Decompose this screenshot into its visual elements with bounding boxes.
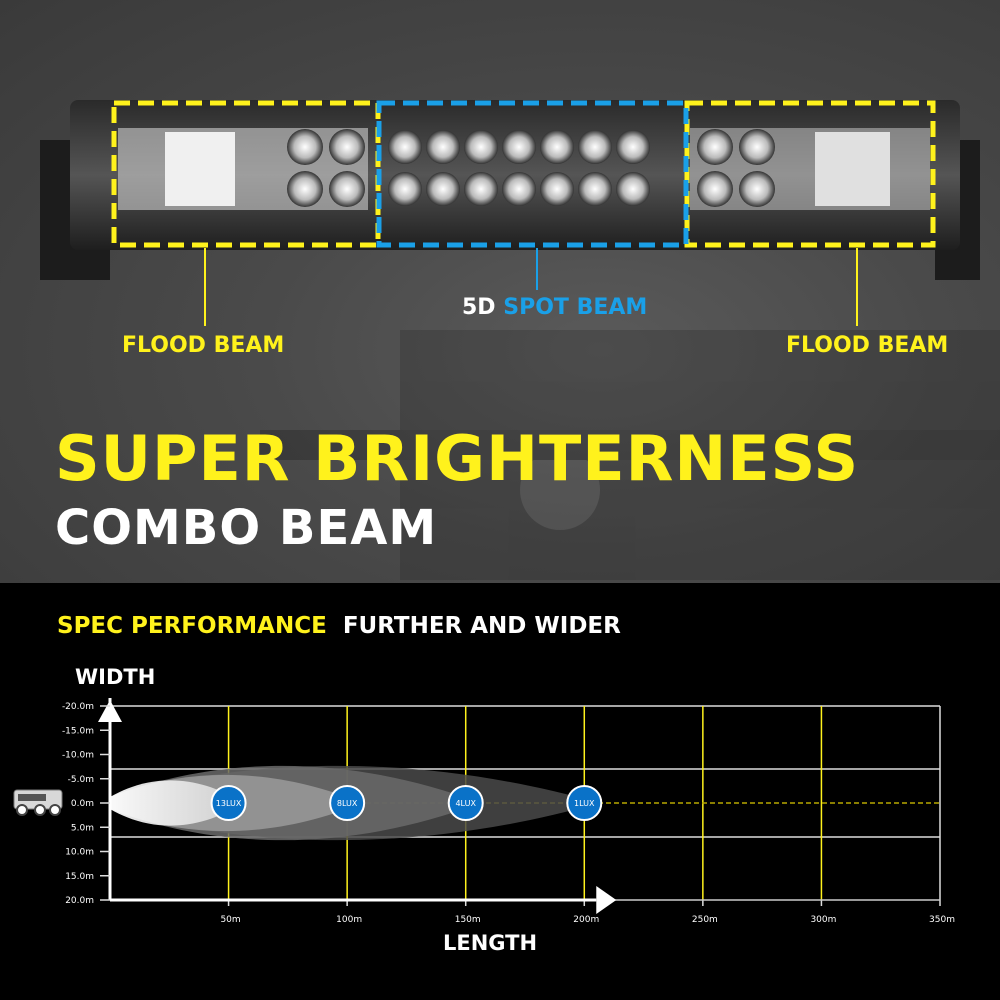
x-tick-label: 300m (810, 915, 836, 925)
lens (697, 129, 733, 165)
flood-zone-left (111, 100, 381, 248)
lens (464, 172, 498, 206)
lens (540, 130, 574, 164)
spot-zone (376, 100, 689, 248)
y-tick-label: 0.0m (71, 799, 94, 809)
x-tick-label: 150m (455, 915, 481, 925)
vehicle-icon (13, 789, 63, 816)
spot-text: SPOT BEAM (503, 295, 648, 320)
flood-zone-right (684, 100, 936, 248)
lens (739, 171, 775, 207)
lens (578, 130, 612, 164)
lens (287, 129, 323, 165)
lux-label: 1LUX (574, 799, 595, 808)
lens (329, 171, 365, 207)
lux-label: 13LUX (216, 799, 242, 808)
vehicle-background (260, 330, 1000, 580)
y-tick-label: 10.0m (65, 848, 94, 858)
lens (540, 172, 574, 206)
product-hero: FLOOD BEAM FLOOD BEAM 5D SPOT BEAM SUPER… (0, 0, 1000, 583)
spot-beam-label: 5D SPOT BEAM (462, 295, 647, 320)
spot-prefix: 5D (462, 295, 496, 320)
x-axis-arrow (596, 886, 617, 914)
y-tick-label: -5.0m (68, 775, 94, 785)
car-wheel (16, 804, 28, 816)
x-tick-label: 250m (692, 915, 718, 925)
lens (426, 172, 460, 206)
lux-badge (210, 785, 247, 821)
lens (287, 171, 323, 207)
x-tick-label: 100m (336, 915, 362, 925)
spec-label: SPEC PERFORMANCE (57, 613, 327, 639)
y-tick-label: 5.0m (71, 823, 94, 833)
lens (426, 130, 460, 164)
lens (502, 130, 536, 164)
spec-heading: SPEC PERFORMANCE FURTHER AND WIDER (57, 613, 621, 639)
flood-led-array-left (165, 132, 235, 206)
lux-label: 8LUX (337, 799, 358, 808)
spot-lenses (287, 129, 775, 207)
car-wheel (34, 804, 46, 816)
car-window (18, 794, 46, 801)
headline-subtitle: COMBO BEAM (55, 500, 438, 556)
lens (388, 130, 422, 164)
y-tick-label: 15.0m (65, 872, 94, 882)
x-tick-label: 350m (929, 915, 955, 925)
light-bar-illustration (40, 100, 1000, 580)
lux-badge (329, 785, 366, 821)
lux-badge (447, 785, 484, 821)
lens (616, 130, 650, 164)
y-tick-label: -10.0m (62, 751, 94, 761)
y-tick-label: -20.0m (62, 702, 94, 712)
x-tick-label: 200m (573, 915, 599, 925)
lens (502, 172, 536, 206)
y-tick-label: 20.0m (65, 896, 94, 906)
lens (388, 172, 422, 206)
x-axis-title: LENGTH (443, 931, 537, 955)
x-tick-label: 50m (220, 915, 240, 925)
y-tick-label: -15.0m (62, 726, 94, 736)
lux-badge (566, 785, 603, 821)
headline-title: SUPER BRIGHTERNESS (55, 422, 860, 495)
lens (329, 129, 365, 165)
lens (464, 130, 498, 164)
beam-13LUX (110, 780, 244, 826)
flood-beam-label-left: FLOOD BEAM (122, 333, 285, 358)
y-axis-title: WIDTH (75, 665, 155, 689)
spec-tagline: FURTHER AND WIDER (342, 613, 621, 639)
lens (739, 129, 775, 165)
lens (616, 172, 650, 206)
lux-label: 4LUX (455, 799, 476, 808)
lens (578, 172, 612, 206)
lens (697, 171, 733, 207)
car-wheel (49, 804, 61, 816)
y-axis-arrow (98, 700, 122, 722)
flood-beam-label-right: FLOOD BEAM (786, 333, 949, 358)
